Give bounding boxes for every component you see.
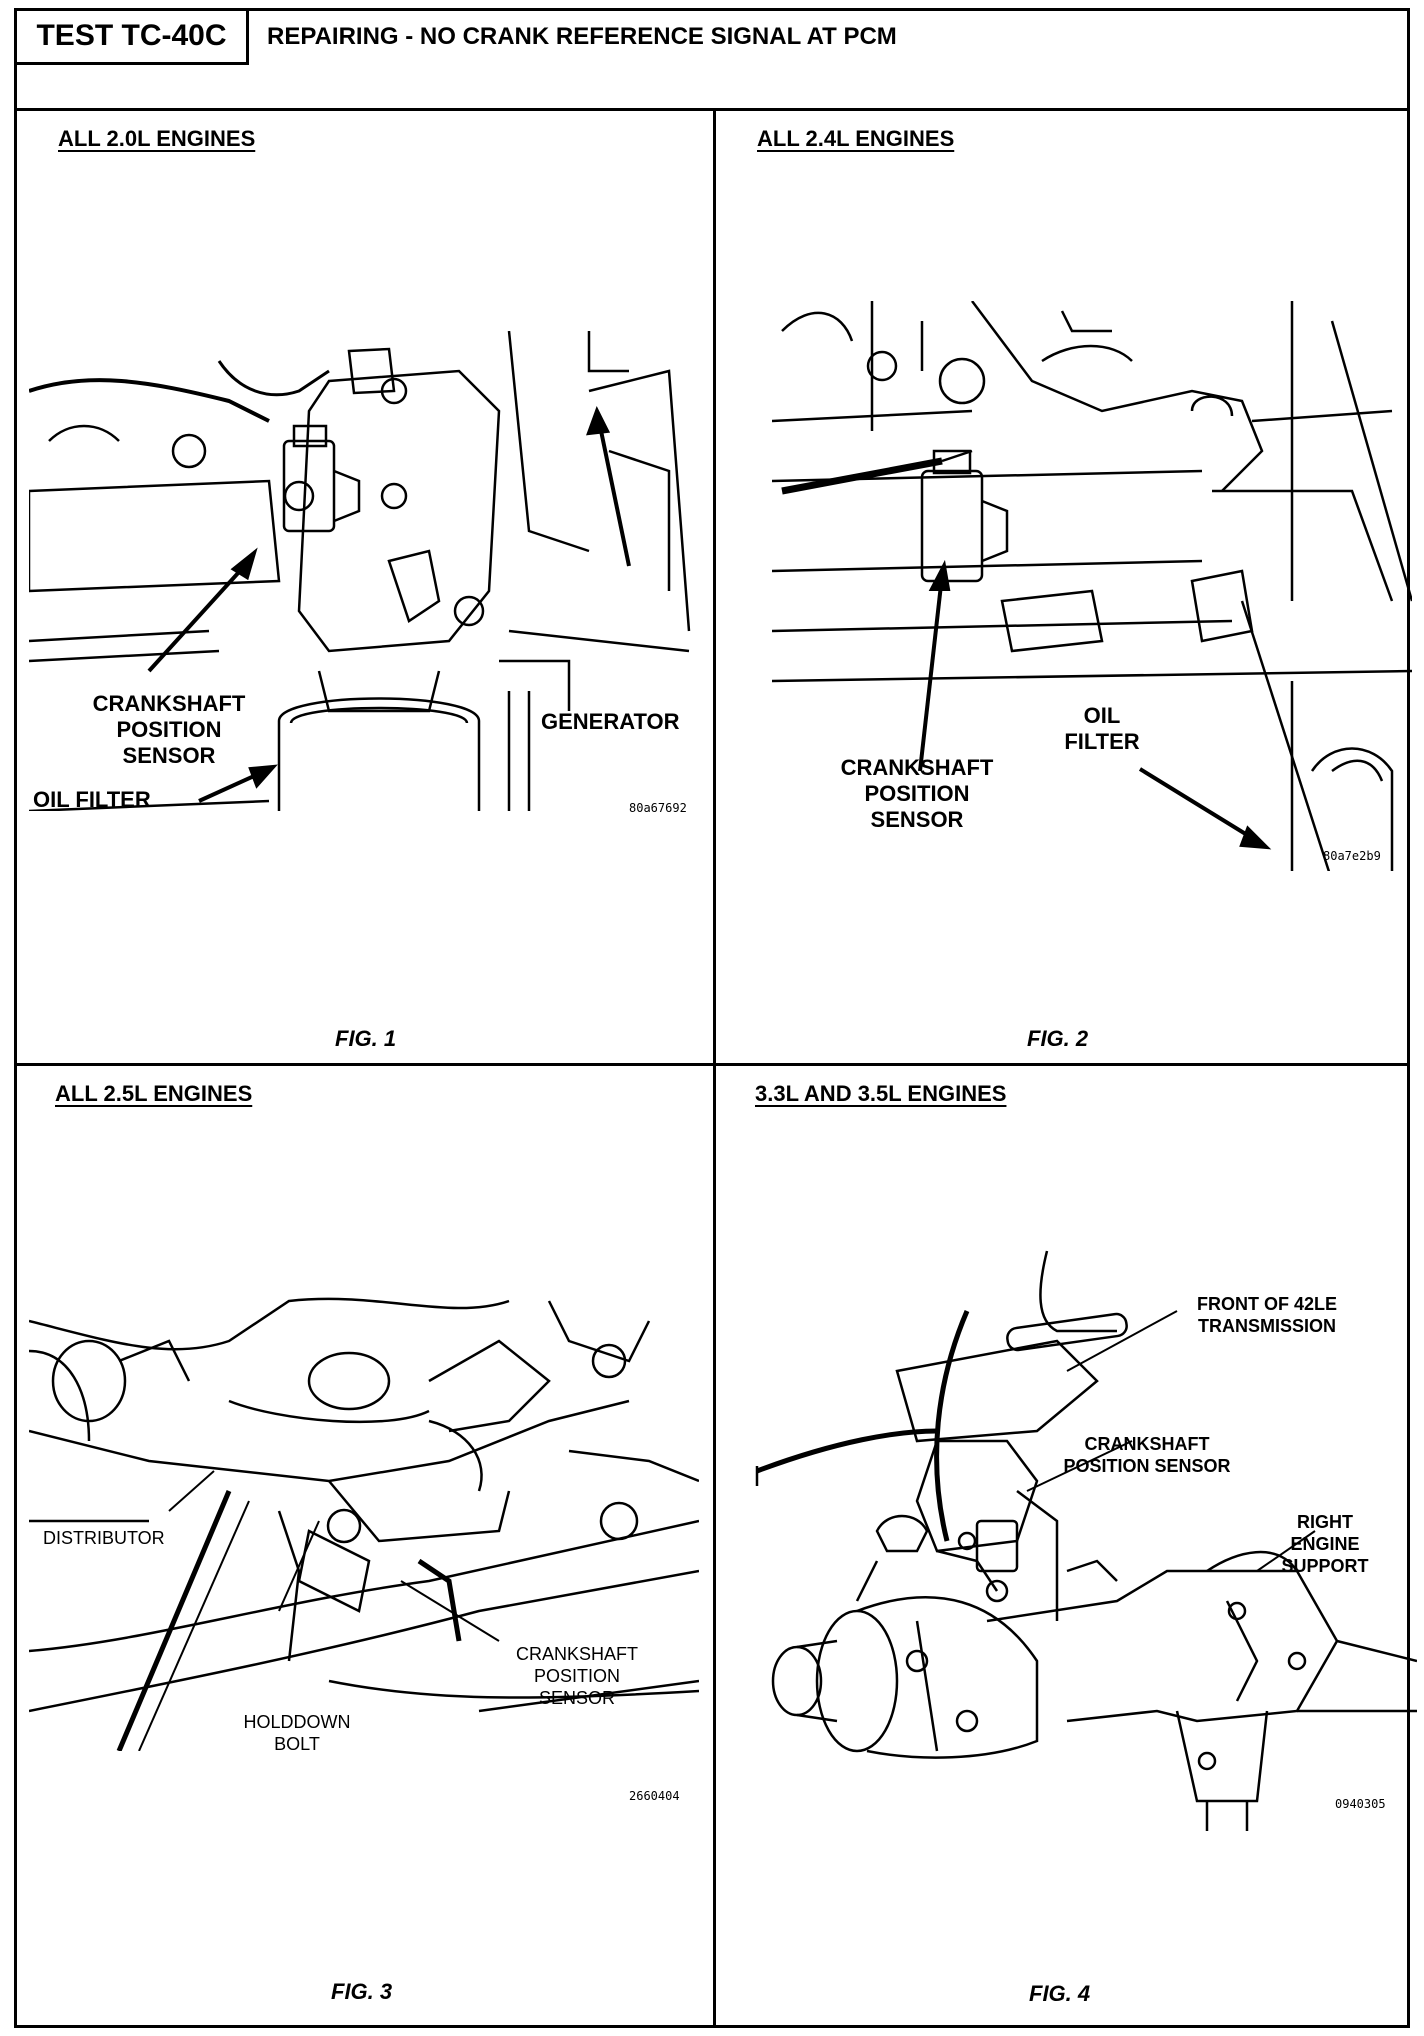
fig-3-holddown-bolt-label: HOLDDOWN BOLT xyxy=(243,1712,351,1754)
fig-3-distributor-label: DISTRIBUTOR xyxy=(43,1528,165,1548)
fig-2-oil-filter-label: OIL FILTER xyxy=(1064,703,1140,754)
panel-1-title: ALL 2.0L ENGINES xyxy=(58,126,256,151)
fig-3-code: 2660404 xyxy=(629,1789,680,1803)
fig-4-illustration xyxy=(755,1250,1417,1831)
panel-4-title: 3.3L AND 3.5L ENGINES xyxy=(755,1081,1007,1106)
fig-2-crankshaft-sensor-label: CRANKSHAFT POSITION SENSOR xyxy=(840,755,994,832)
fig-3-crankshaft-sensor-label: CRANKSHAFT POSITION SENSOR xyxy=(515,1644,638,1708)
fig-1-illustration xyxy=(29,331,691,811)
panel-2-title: ALL 2.4L ENGINES xyxy=(757,126,955,151)
fig-2-caption: FIG. 2 xyxy=(1027,1026,1089,1051)
fig-3-caption: FIG. 3 xyxy=(331,1979,393,2004)
test-id: TEST TC-40C xyxy=(17,11,249,65)
fig-3-illustration xyxy=(29,1297,699,1751)
fig-1-caption: FIG. 1 xyxy=(335,1026,397,1051)
fig-4-engine-support-label: RIGHT ENGINE SUPPORT xyxy=(1281,1512,1369,1576)
fig-4-code: 0940305 xyxy=(1335,1797,1386,1811)
fig-2-code: 80a7e2b9 xyxy=(1323,849,1381,863)
fig-1-crankshaft-sensor-label: CRANKSHAFT POSITION SENSOR xyxy=(92,691,246,768)
header: TEST TC-40C REPAIRING - NO CRANK REFEREN… xyxy=(17,11,1407,111)
fig-2-illustration xyxy=(772,301,1412,871)
fig-4-caption: FIG. 4 xyxy=(1029,1981,1091,2006)
fig-4-transmission-label: FRONT OF 42LE TRANSMISSION xyxy=(1196,1294,1337,1336)
fig-1-oil-filter-label: OIL FILTER xyxy=(33,787,151,812)
test-title: REPAIRING - NO CRANK REFERENCE SIGNAL AT… xyxy=(267,23,897,50)
page-frame: TEST TC-40C REPAIRING - NO CRANK REFEREN… xyxy=(14,8,1417,2028)
vertical-divider xyxy=(713,111,716,2025)
panel-3-title: ALL 2.5L ENGINES xyxy=(55,1081,253,1106)
horizontal-divider xyxy=(17,1063,1407,1066)
fig-1-code: 80a67692 xyxy=(629,801,687,815)
fig-1-generator-label: GENERATOR xyxy=(541,709,680,734)
fig-4-crankshaft-sensor-label: CRANKSHAFT POSITION SENSOR xyxy=(1063,1434,1231,1476)
